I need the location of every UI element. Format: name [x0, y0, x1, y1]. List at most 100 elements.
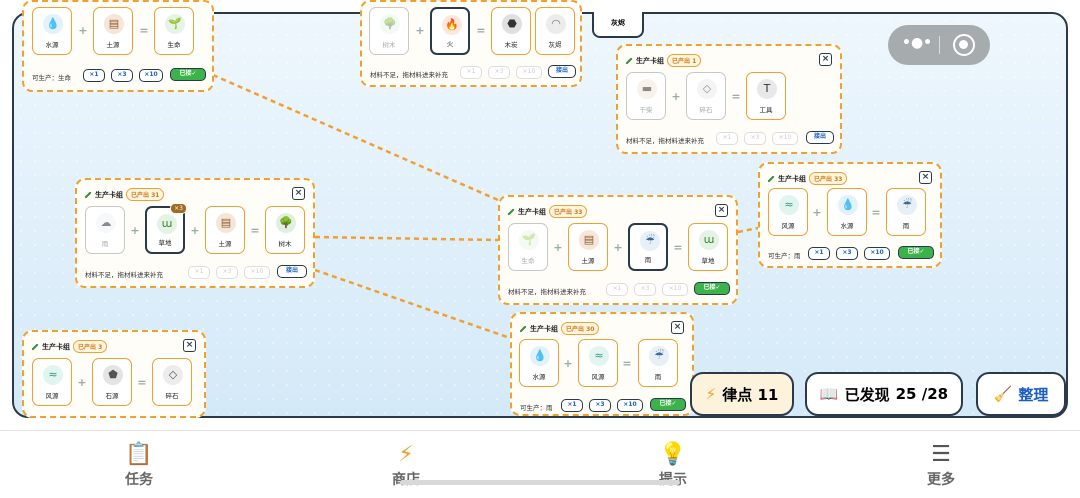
produce-x1-button[interactable]: ×1	[460, 66, 482, 79]
group-header: 生产卡组已产出 1	[625, 54, 702, 67]
produce-x3-button[interactable]: ×3	[488, 66, 510, 79]
close-target-icon[interactable]	[953, 34, 975, 56]
produce-x10-button[interactable]: ×10	[516, 66, 542, 79]
produce-x3-button[interactable]: ×3	[589, 399, 611, 412]
produce-x3-button[interactable]: ×3	[836, 247, 858, 260]
eject-button[interactable]: 接出	[806, 131, 834, 144]
card-stone[interactable]: ⬟石源	[92, 358, 132, 406]
close-icon[interactable]: ×	[183, 339, 196, 352]
produce-x1-button[interactable]: ×1	[606, 283, 628, 296]
production-group-gravel[interactable]: 生产卡组已产出 3 × ≈风源 + ⬟石源 = ◇碎石	[22, 330, 206, 418]
produce-x10-button[interactable]: ×10	[864, 247, 890, 260]
group-header: 生产卡组已产出 33	[767, 172, 848, 185]
production-group-rain-right[interactable]: 生产卡组已产出 33 × ≈风源 + 💧水源 = ☔雨 可生产：雨 ×1 ×3 …	[758, 162, 942, 268]
card-soil[interactable]: ▤土源	[568, 223, 608, 271]
top-ash-tab[interactable]: 灰烬	[592, 12, 644, 38]
capsule-divider	[939, 36, 940, 54]
wand-icon	[519, 324, 527, 333]
plus-icon: +	[553, 241, 563, 254]
card-wood[interactable]: 🌳树木	[369, 7, 409, 55]
produced-badge: 已产出 3	[73, 340, 108, 353]
close-icon[interactable]: ×	[819, 53, 832, 66]
produce-x1-button[interactable]: ×1	[83, 69, 105, 82]
produce-x10-button[interactable]: ×10	[617, 399, 643, 412]
more-dots-icon[interactable]: •●•	[902, 35, 933, 51]
connected-button[interactable]: 已接✓	[650, 398, 686, 411]
produce-x1-button[interactable]: ×1	[808, 247, 830, 260]
card-water[interactable]: 💧水源	[827, 188, 867, 236]
grass-icon: ɯ	[157, 214, 177, 234]
produced-badge: 已产出 1	[667, 54, 702, 67]
group-header: 生产卡组已产出 33	[507, 205, 588, 218]
production-group-life[interactable]: 💧水源 + ▤土源 = 🌱生命 可生产：生命 ×1 ×3 ×10 已接✓	[22, 0, 214, 92]
card-water[interactable]: 💧水源	[32, 7, 72, 55]
tab-more[interactable]: ☰更多	[901, 441, 981, 489]
connected-button[interactable]: 已接✓	[694, 282, 730, 295]
equals-icon: =	[250, 224, 260, 237]
produced-badge: 已产出 30	[561, 322, 600, 335]
card-fire[interactable]: 🔥火	[430, 7, 470, 55]
produce-x10-button[interactable]: ×10	[772, 132, 798, 145]
eject-button[interactable]: 接出	[548, 65, 576, 78]
connected-button[interactable]: 已接✓	[898, 246, 934, 259]
card-firewood[interactable]: ▬干柴	[626, 72, 666, 120]
card-life[interactable]: 🌱生命	[154, 7, 194, 55]
wind-icon: ≈	[779, 195, 799, 215]
card-charcoal[interactable]: ⬣木炭	[491, 7, 531, 55]
produce-x10-button[interactable]: ×10	[662, 283, 688, 296]
count-badge: ×3	[170, 203, 187, 214]
produce-x1-button[interactable]: ×1	[561, 399, 583, 412]
eject-button[interactable]: 接出	[277, 265, 307, 278]
hammer-icon: T	[757, 79, 777, 99]
connected-button[interactable]: 已接✓	[170, 68, 206, 81]
produce-x3-button[interactable]: ×3	[744, 132, 766, 145]
card-ash[interactable]: ◠灰烬	[535, 7, 575, 55]
produce-x3-button[interactable]: ×3	[216, 266, 238, 279]
produce-x1-button[interactable]: ×1	[188, 266, 210, 279]
card-gravel[interactable]: ◇碎石	[686, 72, 726, 120]
close-icon[interactable]: ×	[715, 204, 728, 217]
close-icon[interactable]: ×	[919, 171, 932, 184]
produce-x3-button[interactable]: ×3	[634, 283, 656, 296]
points-pill[interactable]: ⚡律点 11	[690, 372, 794, 416]
rain-cloud-icon: ☔	[897, 195, 917, 215]
tab-tasks[interactable]: 📋任务	[99, 441, 179, 489]
close-icon[interactable]: ×	[671, 321, 684, 334]
tidy-button[interactable]: 🧹整理	[976, 372, 1066, 416]
card-water[interactable]: 💧水源	[519, 339, 559, 387]
close-icon[interactable]: ×	[292, 187, 305, 200]
card-rain[interactable]: ☔雨	[628, 223, 668, 271]
produce-x3-button[interactable]: ×3	[111, 69, 133, 82]
production-group-charcoal[interactable]: 🌳树木 + 🔥火 = ⬣木炭 ◠灰烬 材料不足，拖材料进来补充 ×1 ×3 ×1…	[360, 0, 582, 87]
insufficient-label: 材料不足，拖材料进来补充	[508, 288, 586, 296]
produced-badge: 已产出 31	[126, 188, 165, 201]
card-life[interactable]: 🌱生命	[508, 223, 548, 271]
card-rain[interactable]: ☔雨	[886, 188, 926, 236]
lightning-icon: ⚡	[705, 385, 717, 403]
card-wind[interactable]: ≈风源	[768, 188, 808, 236]
card-wood[interactable]: 🌳树木	[265, 206, 305, 254]
produce-x1-button[interactable]: ×1	[716, 132, 738, 145]
card-gravel[interactable]: ◇碎石	[152, 358, 192, 406]
production-group-rain-bottom[interactable]: 生产卡组已产出 30 × 💧水源 + ≈风源 = ☔雨 可生产：雨 ×1 ×3 …	[510, 312, 694, 416]
card-wind[interactable]: ≈风源	[578, 339, 618, 387]
card-soil[interactable]: ▤土源	[205, 206, 245, 254]
card-wind[interactable]: ≈风源	[32, 358, 72, 406]
soil-icon: ▤	[216, 213, 236, 233]
card-soil[interactable]: ▤土源	[93, 7, 133, 55]
card-rain[interactable]: ☔雨	[638, 339, 678, 387]
bottom-tab-bar: 📋任务 ⚡商店 💡提示 ☰更多	[0, 430, 1080, 498]
card-rain-empty[interactable]: ☁雨	[85, 206, 125, 254]
produce-x10-button[interactable]: ×10	[244, 266, 270, 279]
produce-x10-button[interactable]: ×10	[139, 69, 163, 82]
group-header: 生产卡组已产出 3	[31, 340, 108, 353]
rain-cloud-icon: ☁	[96, 213, 116, 233]
